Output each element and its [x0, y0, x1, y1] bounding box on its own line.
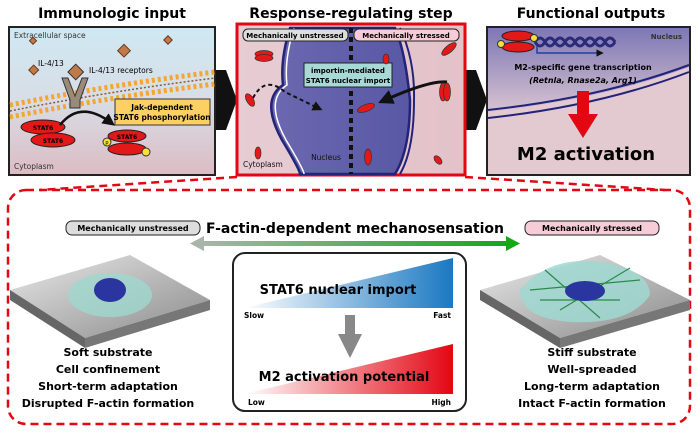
svg-text:Mechanically stressed: Mechanically stressed: [542, 224, 642, 233]
flow-arrow-icon: [466, 70, 487, 130]
cytoplasm-label: Cytoplasm: [14, 162, 54, 171]
svg-text:Cell confinement: Cell confinement: [56, 363, 160, 376]
stressed-label-box: [524, 220, 660, 236]
svg-text:importin-mediated: importin-mediated: [311, 67, 385, 75]
ligand-label: IL-4/13: [38, 59, 64, 68]
svg-text:Well-spreaded: Well-spreaded: [547, 363, 636, 376]
import-title: STAT6 nuclear import: [260, 283, 417, 298]
panel-title: Functional outputs: [517, 6, 666, 22]
stressed-cell-illustration: [480, 255, 690, 348]
svg-text:STAT6: STAT6: [117, 134, 137, 141]
receptor-label: IL-4/13 receptors: [89, 66, 153, 75]
svg-text:p: p: [105, 140, 108, 146]
m2-activation-label: M2 activation: [517, 144, 655, 165]
svg-text:Soft substrate: Soft substrate: [64, 346, 153, 359]
phospho-box: [114, 98, 211, 126]
svg-text:Low: Low: [248, 398, 265, 407]
panel-title: Response-regulating step: [249, 6, 452, 22]
svg-text:STAT6 nuclear import: STAT6 nuclear import: [306, 77, 391, 85]
panel-immunologic-input: Immunologic input Extracellular space IL…: [8, 6, 216, 176]
svg-text:Fast: Fast: [433, 311, 451, 320]
import-gradient: [244, 258, 453, 308]
panel-title: Immunologic input: [38, 6, 186, 22]
unstressed-label-box: [242, 28, 349, 42]
nucleus-label: Nucleus: [651, 33, 682, 41]
svg-text:Mechanically unstressed: Mechanically unstressed: [246, 32, 343, 40]
svg-text:High: High: [431, 398, 451, 407]
m2-gradient: [244, 344, 453, 394]
arrow-right-icon: [506, 236, 520, 251]
gradient-summary-box: STAT6 nuclear import Slow Fast M2 activa…: [232, 252, 467, 412]
down-arrow-icon: [568, 91, 598, 138]
svg-text:Long-term adaptation: Long-term adaptation: [524, 380, 660, 393]
m2-title: M2 activation potential: [259, 370, 430, 385]
svg-text:Disrupted F-actin formation: Disrupted F-actin formation: [22, 397, 194, 410]
import-box: [303, 62, 393, 88]
svg-text:STAT6: STAT6: [33, 125, 53, 132]
mechanosensation-panel: F-actin-dependent mechanosensation Mecha…: [6, 175, 692, 426]
unstressed-label-box: [65, 220, 201, 236]
cytoplasm-label: Cytoplasm: [243, 160, 283, 169]
unstressed-features: Soft substrate Cell confinement Short-te…: [22, 346, 194, 410]
svg-text:STAT6 phosphorylation: STAT6 phosphorylation: [113, 113, 210, 122]
mechanosensation-title: F-actin-dependent mechanosensation: [206, 221, 504, 237]
svg-text:Jak-dependent: Jak-dependent: [130, 103, 193, 112]
svg-text:Mechanically unstressed: Mechanically unstressed: [77, 224, 189, 233]
svg-text:Slow: Slow: [244, 311, 264, 320]
svg-text:STAT6: STAT6: [43, 138, 63, 145]
ligand-icon: [67, 63, 85, 81]
extracellular-label: Extracellular space: [14, 31, 86, 40]
stat6-monomer: [30, 132, 76, 148]
transcription-label: M2-specific gene transcription: [514, 63, 652, 72]
nucleus-label: Nucleus: [311, 153, 341, 162]
svg-text:Intact F-actin formation: Intact F-actin formation: [518, 397, 666, 410]
svg-text:Mechanically stressed: Mechanically stressed: [362, 32, 449, 40]
down-arrow-icon: [338, 315, 362, 358]
stressed-label-box: [353, 28, 460, 42]
unstressed-cell-illustration: [10, 255, 210, 348]
arrow-left-icon: [190, 236, 204, 251]
flow-arrow-icon: [216, 70, 237, 130]
stat6-dimer: [107, 129, 147, 143]
stressed-features: Stiff substrate Well-spreaded Long-term …: [518, 346, 666, 410]
panel-response-regulating: Response-regulating step Mechanically un…: [235, 6, 467, 177]
svg-text:Stiff substrate: Stiff substrate: [547, 346, 636, 359]
panel-functional-outputs: Functional outputs Nucleus M2-specific g…: [486, 6, 691, 176]
svg-text:Short-term adaptation: Short-term adaptation: [38, 380, 178, 393]
genes-label: (Retnla, Rnase2a, Arg1): [529, 76, 637, 85]
